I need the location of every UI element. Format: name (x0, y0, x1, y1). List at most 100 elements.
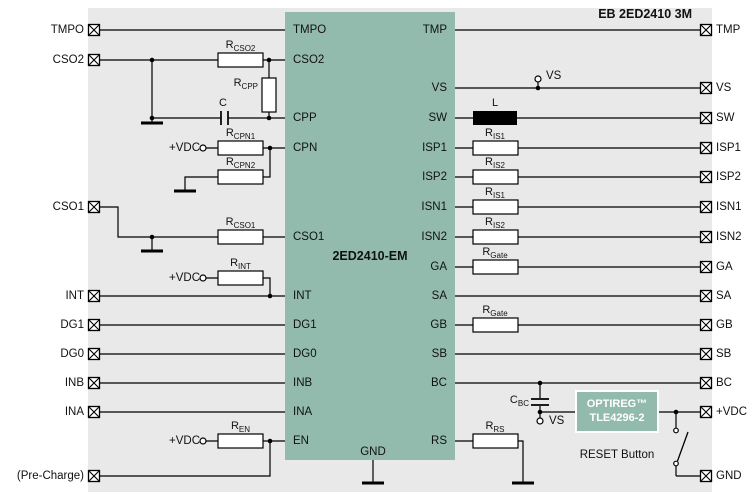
terminal-label-sw: SW (716, 112, 735, 124)
junction-dot (673, 409, 679, 415)
resistor-label-rcpn1: RCPN1 (218, 127, 263, 143)
junction-dot (149, 115, 155, 121)
ic-pin-int: INT (293, 290, 312, 302)
terminal-inb (87, 376, 101, 390)
ref-sub: IS1 (492, 132, 505, 142)
resistor-label-rgate-b: RGate (473, 304, 517, 320)
ref: R (230, 420, 239, 432)
ic-pin-cpp: CPP (293, 112, 317, 124)
terminal-label-dg0: DG0 (60, 348, 84, 360)
ref: C (509, 394, 518, 406)
ic-pin-sb: SB (431, 348, 447, 360)
ic-pin-cpn: CPN (293, 142, 318, 154)
ref-sub: Gate (490, 309, 508, 319)
resistor-label-ris2-b: RIS2 (473, 216, 517, 232)
vs-tap-top (534, 75, 542, 83)
terminal-sb (699, 347, 713, 361)
ref: R (485, 186, 493, 198)
board-title: EB 2ED2410 3M (598, 7, 692, 21)
terminal-label-int: INT (65, 290, 84, 302)
terminal-label-isn2: ISN2 (716, 231, 742, 243)
junction-dot (267, 438, 273, 444)
ref-sub: IS1 (492, 191, 505, 201)
ic-pin-dg0: DG0 (293, 348, 317, 360)
wire-rs (455, 440, 524, 482)
terminal-label-tmpo: TMPO (50, 24, 84, 36)
regulator-block: OPTIREG™ TLE4296-2 (575, 390, 659, 433)
terminal-label-bc: BC (716, 377, 732, 389)
terminal-label-vs: VS (716, 82, 732, 94)
terminal-ga (699, 260, 713, 274)
ref-sub: CSO2 (233, 44, 256, 54)
ic-pin-isp2: ISP2 (422, 171, 447, 183)
resistor-label-rrs: RRS (473, 420, 517, 436)
vs-label-bottom: VS (549, 415, 565, 427)
ic-pin-bc: BC (431, 377, 447, 389)
terminal-gb (699, 318, 713, 332)
resistor-label-rcso1: RCSO1 (218, 216, 263, 232)
ref: C (219, 97, 227, 109)
terminal-label-isp2: ISP2 (716, 171, 741, 183)
ic-pin-cso2: CSO2 (293, 54, 325, 66)
ref-sub: CPN2 (233, 161, 256, 171)
ic-pin-en: EN (293, 435, 309, 447)
wire-cso1 (100, 206, 285, 238)
terminal-vdc (699, 405, 713, 419)
terminal-label-sa: SA (716, 290, 732, 302)
terminal-sa (699, 289, 713, 303)
vdc-tap-en (199, 437, 207, 445)
terminal-label-gnd: GND (716, 470, 742, 482)
capacitor-cbc (531, 398, 549, 406)
terminal-sw (699, 111, 713, 125)
ic-pin-cso1: CSO1 (293, 231, 325, 243)
resistor-label-rcpp: RCPP (212, 77, 258, 93)
terminal-label-cso2: CSO2 (52, 54, 84, 66)
ref-sub: INT (238, 262, 251, 272)
terminal-isp1 (699, 141, 713, 155)
ic-pin-gnd: GND (360, 446, 386, 458)
vdc-label-cpn: +VDC (169, 142, 200, 154)
ic-pin-tmpo: TMPO (293, 24, 327, 36)
ref: R (225, 39, 234, 51)
terminal-isn1 (699, 200, 713, 214)
vdc-label-int: +VDC (169, 272, 200, 284)
ic-pin-isp1: ISP1 (422, 142, 447, 154)
ic-pin-isn2: ISN2 (421, 231, 447, 243)
resistor-label-rgate-a: RGate (473, 246, 517, 262)
ref-sub: RS (493, 425, 505, 435)
switch-contact-bottom (673, 460, 679, 467)
ref: R (225, 156, 234, 168)
inductor-l (473, 111, 517, 125)
wire-rcpn2-link (263, 148, 271, 178)
ic-pin-isn1: ISN1 (421, 201, 447, 213)
terminal-bc (699, 376, 713, 390)
reset-button-label: RESET Button (579, 449, 655, 461)
ref: R (482, 304, 491, 316)
resistor-label-ris1-b: RIS1 (473, 186, 517, 202)
ref-sub: Gate (490, 251, 508, 261)
ref-sub: EN (238, 425, 251, 435)
terminal-dg1 (87, 318, 101, 332)
wires (100, 29, 700, 482)
junction-dot (537, 409, 543, 415)
ref-sub: IS2 (492, 221, 505, 231)
reset-switch-blade (676, 431, 689, 462)
ref: R (225, 216, 234, 228)
terminal-label-precharge: (Pre-Charge) (16, 470, 84, 482)
terminal-int (87, 289, 101, 303)
vdc-tap-cpn (199, 144, 207, 152)
terminal-isp2 (699, 170, 713, 184)
ic-pin-inb: INB (293, 377, 313, 389)
resistor-label-rint: RINT (218, 257, 263, 273)
terminal-cso1 (87, 200, 101, 214)
resistor-label-ris2-a: RIS2 (473, 156, 517, 172)
terminal-label-tmp: TMP (716, 24, 741, 36)
capacitor-label-cbc: CBC (489, 394, 529, 410)
ref-sub: CPN1 (233, 132, 256, 142)
regulator-brand: OPTIREG™ (586, 398, 648, 410)
vdc-tap-int (199, 274, 207, 282)
ic-pin-tmp: TMP (422, 24, 447, 36)
vdc-label-en: +VDC (169, 435, 200, 447)
terminal-ina (87, 405, 101, 419)
terminal-label-inb: INB (64, 377, 84, 389)
